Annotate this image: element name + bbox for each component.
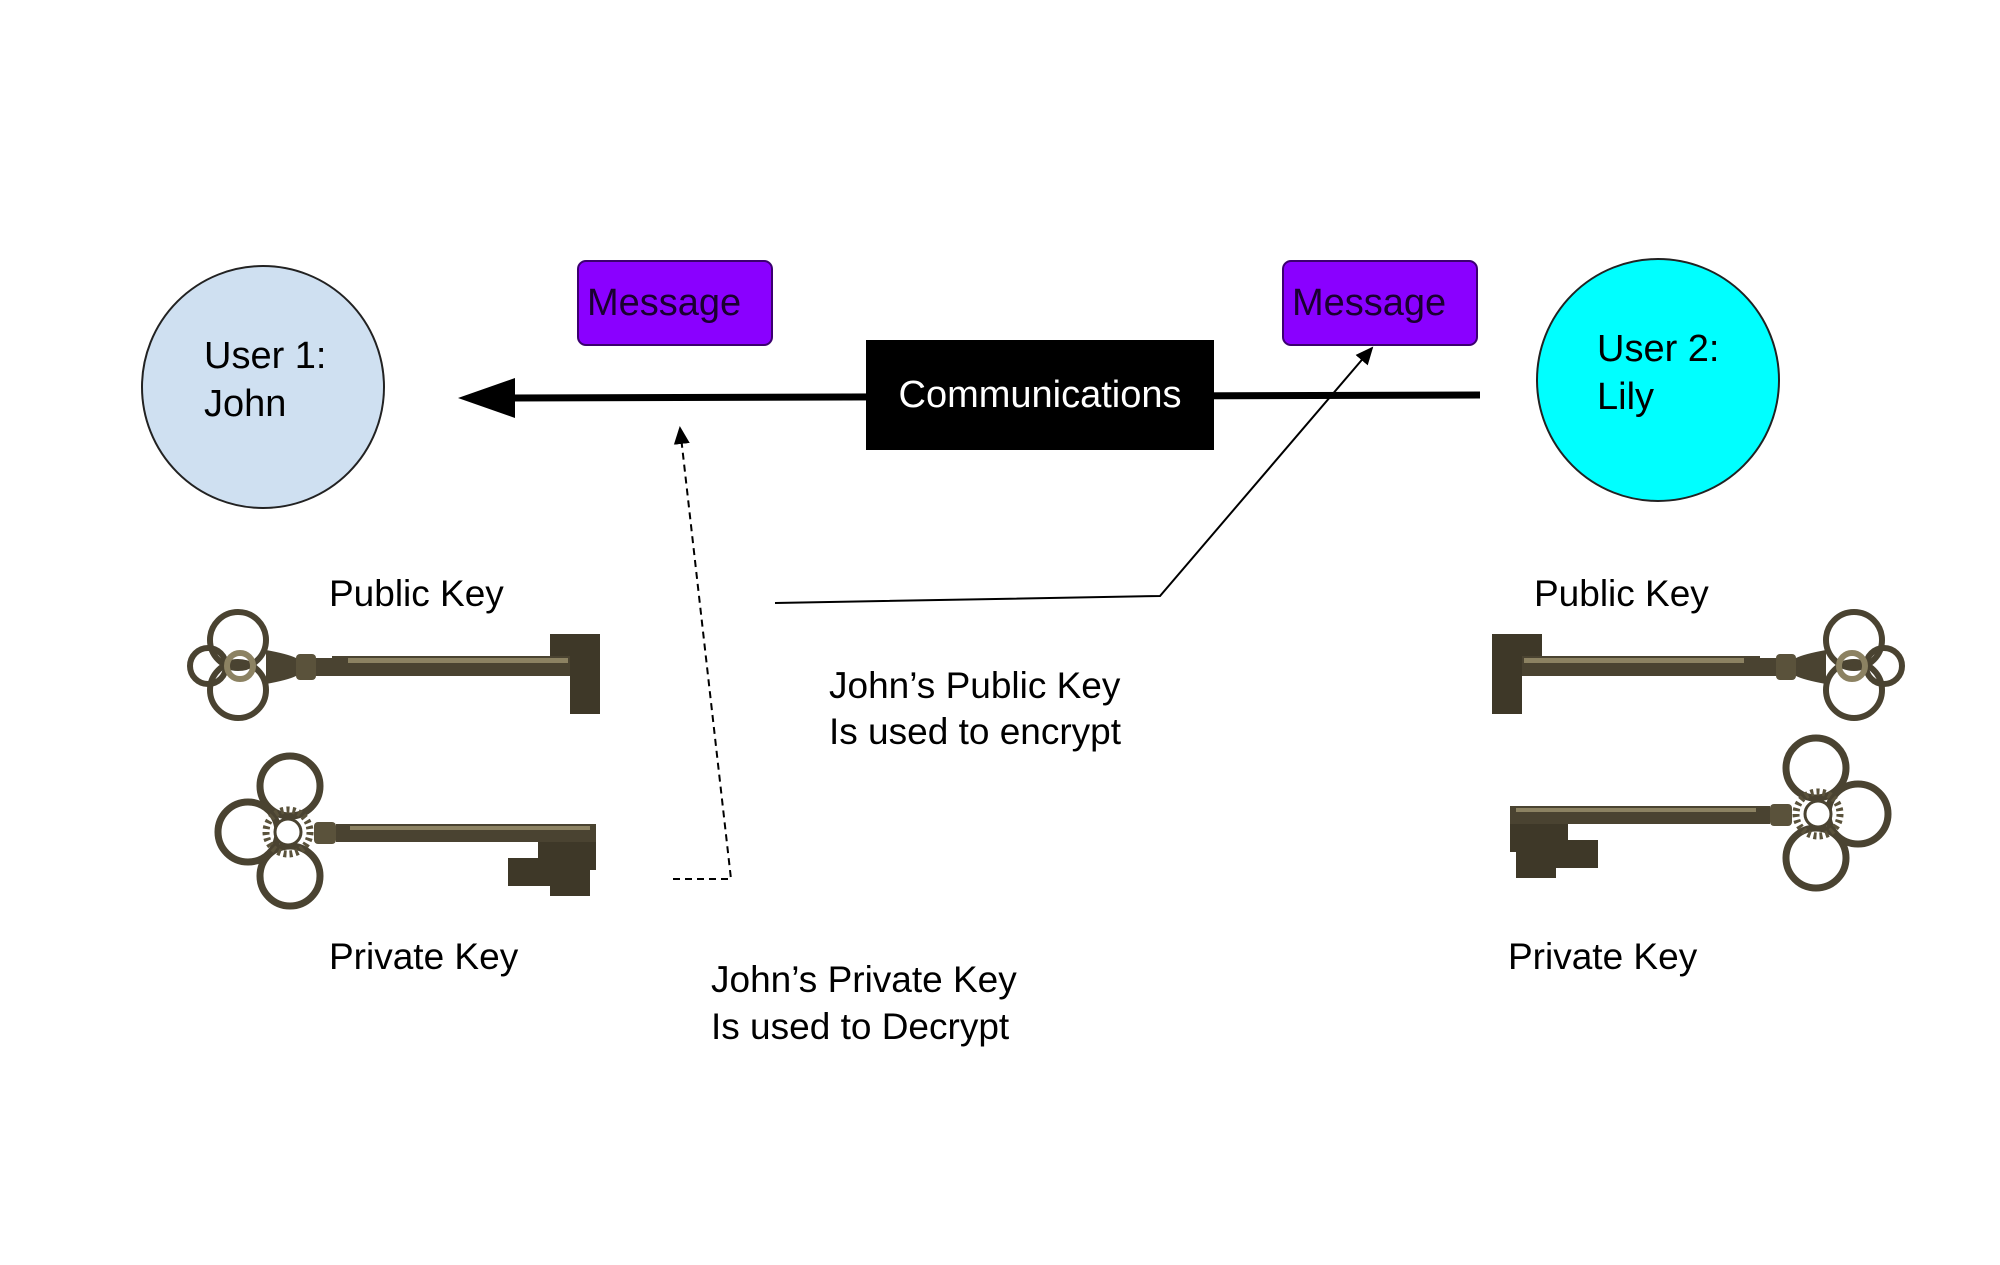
- user-john-node: [141, 265, 385, 509]
- decrypt-pointer-line: [673, 426, 733, 880]
- user-john-label: User 1: John: [204, 335, 327, 425]
- message-box-left: Message: [577, 260, 773, 346]
- user-lily-node: [1536, 258, 1780, 502]
- john-public-key-label: Public Key: [329, 573, 504, 614]
- ornate-key-icon: [187, 609, 600, 721]
- communications-box: Communications: [866, 340, 1214, 450]
- ornate-key-icon: [214, 752, 596, 910]
- john-private-key-label: Private Key: [329, 936, 519, 977]
- user-lily-label: User 2: Lily: [1597, 328, 1720, 418]
- communication-arrowhead: [458, 378, 515, 418]
- decrypt-note-line1: John’s Private Key: [711, 959, 1017, 1000]
- lily-private-key-label: Private Key: [1508, 936, 1698, 977]
- decrypt-note-line2: Is used to Decrypt: [711, 1006, 1010, 1047]
- ornate-key-icon: [1510, 734, 1892, 892]
- lily-public-key-label: Public Key: [1534, 573, 1709, 614]
- message-box-right: Message: [1282, 260, 1478, 346]
- encrypt-note-line2: Is used to encrypt: [829, 711, 1122, 752]
- ornate-key-icon: [1492, 609, 1905, 721]
- encrypt-pointer-line: [774, 346, 1374, 604]
- encrypt-note-line1: John’s Public Key: [829, 665, 1121, 706]
